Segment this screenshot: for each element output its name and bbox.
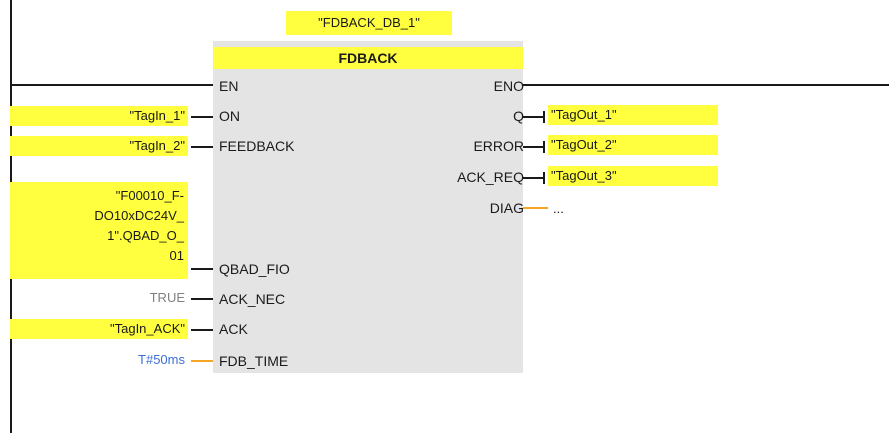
operand-q[interactable]: "TagOut_1" (548, 105, 718, 125)
wire-fdb-time (191, 360, 213, 362)
pin-q: Q (513, 108, 524, 124)
operand-qbad-fio-line: "F00010_F- (115, 188, 184, 203)
coil-tick-ack-req (543, 172, 545, 184)
wire-ack-req (523, 177, 545, 179)
wire-diag (523, 207, 548, 209)
instance-db-label[interactable]: "FDBACK_DB_1" (286, 11, 452, 35)
operand-ack-req[interactable]: "TagOut_3" (548, 166, 718, 186)
wire-qbad-fio (191, 268, 213, 270)
pin-qbad-fio: QBAD_FIO (219, 261, 290, 277)
pin-error: ERROR (473, 138, 524, 154)
pin-ack: ACK (219, 321, 248, 337)
pin-fdb-time: FDB_TIME (219, 353, 289, 369)
function-block-fdback[interactable] (213, 41, 523, 373)
operand-qbad-fio-line: 01 (169, 248, 184, 263)
operand-error[interactable]: "TagOut_2" (548, 135, 718, 155)
operand-qbad-fio-line: DO10xDC24V_ (94, 208, 184, 223)
pin-diag: DIAG (489, 200, 524, 216)
wire-feedback (191, 146, 213, 148)
pin-on: ON (219, 108, 240, 124)
operand-fdb-time[interactable]: T#50ms (138, 352, 185, 367)
operand-on[interactable]: "TagIn_1" (10, 106, 188, 126)
operand-feedback[interactable]: "TagIn_2" (10, 136, 188, 156)
pin-ack-req: ACK_REQ (457, 169, 524, 185)
operand-ack[interactable]: "TagIn_ACK" (10, 319, 188, 339)
wire-error (523, 146, 545, 148)
block-title: FDBACK (213, 47, 523, 69)
operand-diag[interactable]: ... (553, 201, 564, 216)
operand-qbad-fio[interactable]: "F00010_F- DO10xDC24V_ 1".QBAD_O_ 01 (10, 182, 188, 279)
wire-on (191, 116, 213, 118)
pin-en: EN (219, 78, 239, 94)
rung-line-en (10, 84, 213, 86)
coil-tick-error (543, 141, 545, 153)
wire-ack (191, 329, 213, 331)
wire-ack-nec (191, 298, 213, 300)
pin-ack-nec: ACK_NEC (219, 291, 286, 307)
rung-line-eno (523, 84, 889, 86)
operand-qbad-fio-line: 1".QBAD_O_ (107, 228, 184, 243)
operand-ack-nec[interactable]: TRUE (149, 290, 185, 305)
pin-feedback: FEEDBACK (219, 138, 295, 154)
pin-eno: ENO (493, 78, 524, 94)
wire-q (523, 116, 545, 118)
coil-tick-q (543, 111, 545, 123)
